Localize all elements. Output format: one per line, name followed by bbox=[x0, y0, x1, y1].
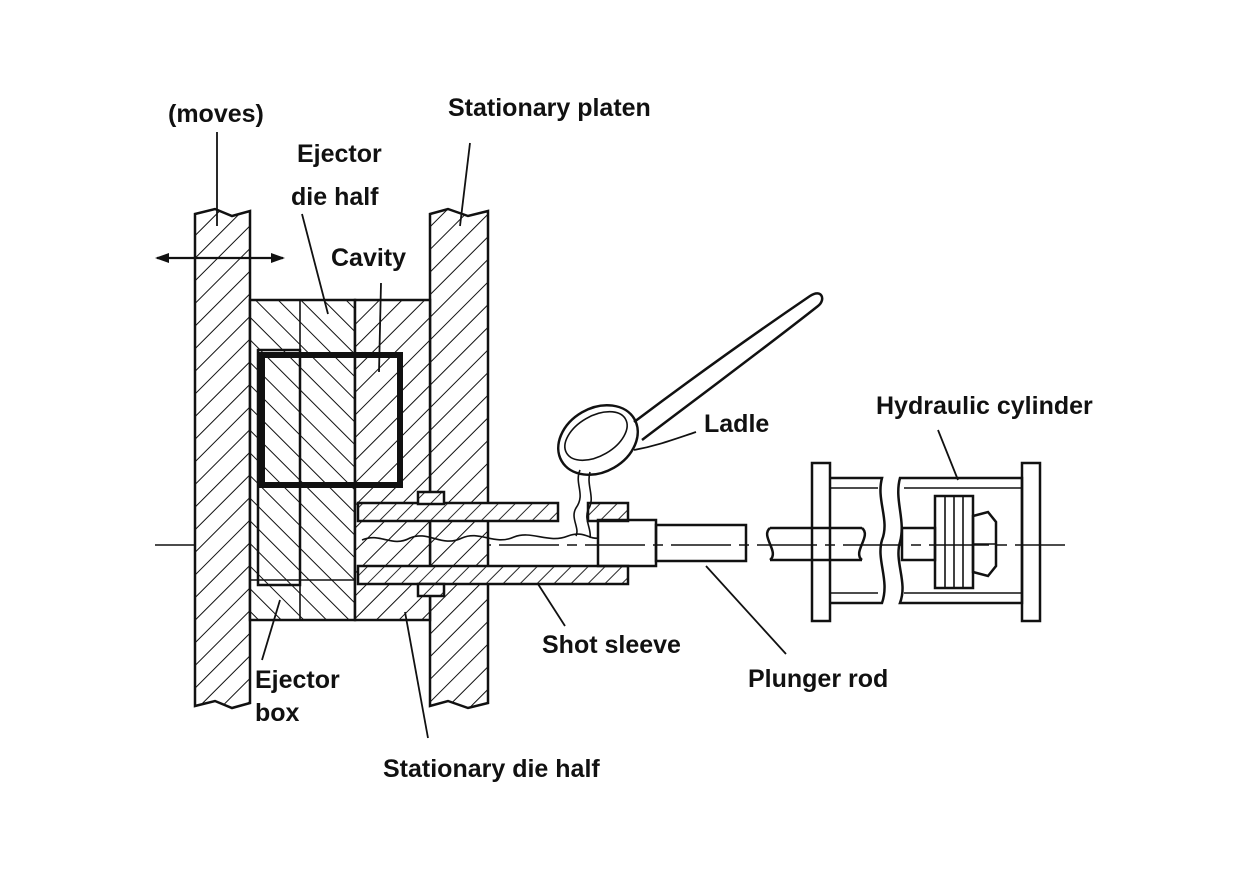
label-cavity: Cavity bbox=[331, 244, 406, 272]
label-shot-sleeve: Shot sleeve bbox=[542, 631, 681, 659]
label-ejector-box-2: box bbox=[255, 699, 300, 727]
label-stationary-platen: Stationary platen bbox=[448, 94, 651, 122]
label-moves: (moves) bbox=[168, 100, 264, 128]
shot-sleeve bbox=[356, 490, 630, 598]
label-ejector-die-half-1: Ejector bbox=[297, 140, 382, 168]
label-ladle: Ladle bbox=[704, 410, 769, 438]
hydraulic-cylinder bbox=[810, 461, 1042, 623]
plunger-rod bbox=[765, 526, 867, 562]
label-plunger-rod: Plunger rod bbox=[748, 665, 888, 693]
moving-platen bbox=[193, 207, 252, 710]
label-ejector-box-1: Ejector bbox=[255, 666, 340, 694]
plunger bbox=[596, 518, 748, 568]
label-stationary-die-half: Stationary die half bbox=[383, 755, 600, 783]
label-ejector-die-half-2: die half bbox=[291, 183, 379, 211]
ejector-die-half bbox=[248, 298, 357, 622]
cavity bbox=[259, 352, 403, 488]
leader-lines bbox=[216, 132, 959, 739]
ladle bbox=[557, 292, 824, 539]
label-hydraulic-cylinder: Hydraulic cylinder bbox=[876, 392, 1093, 420]
stationary-platen bbox=[428, 207, 490, 710]
